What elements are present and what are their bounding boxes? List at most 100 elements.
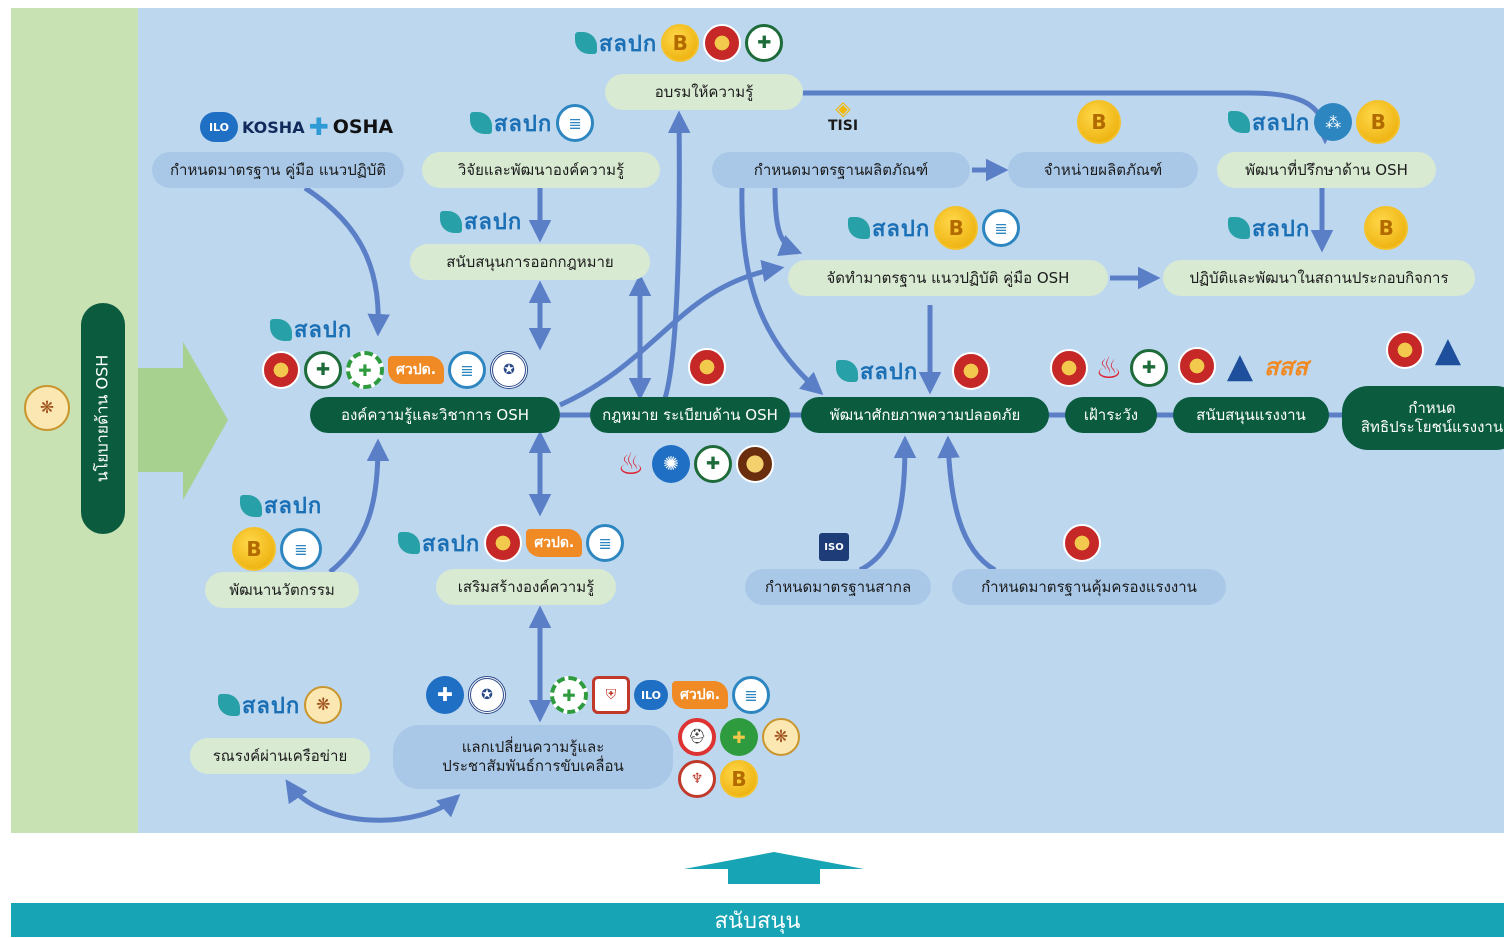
node-sell-products[interactable]: จำหน่ายผลิตภัณฑ์: [1008, 152, 1198, 188]
bitcoin-icon: B: [934, 206, 979, 250]
node-set-standards-manual[interactable]: กำหนดมาตรฐาน คู่มือ แนวปฏิบัติ: [152, 152, 404, 188]
flame-icon: ♨: [1095, 350, 1123, 386]
logos-exchange: ✚ ✪ ✚ ⛨ ILO ศวปด. ≣ ⛑ ✚ ❋ ♆ B: [426, 676, 800, 798]
exchange-line-1: แลกเปลี่ยนความรู้และ: [461, 738, 605, 757]
logos-practice: สลปก B: [1228, 206, 1409, 250]
diamond-icon: ◈: [835, 96, 851, 120]
node-support-workers[interactable]: สนับสนุนแรงงาน: [1173, 397, 1329, 433]
seal-icon: ✪: [468, 676, 506, 714]
policy-pill[interactable]: นโยบายด้าน OSH: [81, 303, 125, 534]
logos-osh-knowledge: สลปก ✚ ✚ ศวปด. ≣ ✪: [262, 312, 529, 389]
logos-safety-capacity: สลปก: [836, 352, 991, 390]
bitcoin-text: B: [1091, 110, 1107, 134]
royal-emblem-icon: ❋: [762, 718, 800, 756]
node-osh-law[interactable]: กฎหมาย ระเบียบด้าน OSH: [590, 397, 790, 433]
logos-training: สลปก B ✚: [575, 24, 784, 62]
node-support-legislation[interactable]: สนับสนุนการออกกฎหมาย: [410, 244, 650, 280]
triangle-icon: ▲: [1434, 330, 1462, 370]
node-safety-capacity[interactable]: พัฒนาศักยภาพความปลอดภัย: [801, 397, 1049, 433]
clpn-text: สลปก: [494, 111, 553, 137]
logos-sell: B: [1077, 100, 1121, 144]
gear-icon: ✚: [720, 718, 758, 756]
clpn-text: สลปก: [464, 210, 523, 235]
ilo-text: ILO: [208, 120, 230, 134]
logos-labor-protection: [1063, 524, 1101, 562]
book-icon: ≣: [586, 524, 625, 562]
clpn-text: สลปก: [422, 531, 481, 557]
book-icon: ≣: [556, 104, 595, 142]
disease-control-icon: ✚: [745, 24, 784, 62]
node-develop-consultants[interactable]: พัฒนาที่ปรึกษาด้าน OSH: [1217, 152, 1436, 188]
kwpd-logo: ศวปด.: [388, 356, 445, 384]
node-innovation[interactable]: พัฒนานวัตกรรม: [205, 572, 359, 608]
bitcoin-text: B: [948, 216, 964, 240]
bitcoin-text: B: [672, 31, 688, 55]
clpn-logo: สลปก: [270, 312, 352, 347]
flame-icon: ♨: [617, 446, 645, 482]
clpn-text: สลปก: [1252, 110, 1311, 136]
node-practice-in-workplace[interactable]: ปฏิบัติและพัฒนาในสถานประกอบกิจการ: [1163, 260, 1475, 296]
policy-label: นโยบายด้าน OSH: [92, 354, 112, 483]
kwpd-logo: ศวปด.: [526, 529, 583, 557]
ministry-emblem-icon: [1386, 331, 1424, 369]
logos-innovation: สลปก B ≣: [232, 488, 322, 571]
garuda-icon: ♆: [678, 760, 716, 798]
node-labor-benefits[interactable]: กำหนด สิทธิประโยชน์แรงงาน: [1342, 386, 1504, 450]
exchange-line-2: ประชาสัมพันธ์การขับเคลื่อน: [442, 757, 624, 775]
clpn-text: สลปก: [860, 359, 919, 385]
seal-icon: ✪: [490, 351, 529, 389]
node-training[interactable]: อบรมให้ความรู้: [605, 74, 803, 110]
node-strengthen-knowledge[interactable]: เสริมสร้างองค์ความรู้: [436, 569, 616, 605]
node-surveillance[interactable]: เฝ้าระวัง: [1065, 397, 1157, 433]
globe-icon: ✺: [652, 445, 690, 483]
clpn-logo: สลปก: [240, 488, 322, 523]
ministry-emblem-icon: [688, 348, 726, 386]
disease-control-icon: ✚: [694, 445, 732, 483]
book-icon: ≣: [982, 209, 1021, 247]
node-network-campaign[interactable]: รณรงค์ผ่านเครือข่าย: [190, 738, 370, 774]
policy-logo: ❋: [24, 385, 70, 431]
plus-icon: ✚: [308, 113, 329, 141]
node-product-standards[interactable]: กำหนดมาตรฐานผลิตภัณฑ์: [712, 152, 970, 188]
clpn-logo: สลปก: [1228, 211, 1310, 246]
royal-emblem-icon: ❋: [304, 686, 343, 724]
ilo-icon: ILO: [200, 112, 238, 142]
clpn-logo: สลปก: [1228, 105, 1310, 140]
medical-cross-icon: ✚: [426, 676, 464, 714]
logos-set-standards: ILO KOSHA ✚ OSHA: [200, 112, 393, 142]
node-intl-standards[interactable]: กำหนดมาตรฐานสากล: [745, 569, 931, 605]
tisi-text: TISI: [828, 118, 859, 134]
logos-strengthen: สลปก ศวปด. ≣: [398, 524, 625, 562]
disease-control-icon: ✚: [1130, 349, 1168, 387]
logos-consultants: สลปก ⁂ B: [1228, 100, 1401, 144]
logos-research: สลปก ≣: [470, 104, 595, 142]
osha-logo: OSHA: [332, 116, 394, 138]
kosha-logo: KOSHA: [242, 117, 305, 137]
ministry-emblem-icon: [1050, 349, 1088, 387]
clpn-logo: สลปก: [218, 688, 300, 723]
logos-benefits: ▲: [1386, 330, 1468, 370]
helmet-icon: ⛑: [678, 718, 716, 756]
node-research-knowledge[interactable]: วิจัยและพัฒนาองค์ความรู้: [422, 152, 660, 188]
clpn-text: สลปก: [242, 693, 301, 719]
disease-control-icon: ✚: [304, 351, 342, 389]
clpn-text: สลปก: [1252, 216, 1311, 242]
triangle-icon: ▲: [1226, 346, 1254, 386]
node-create-standards[interactable]: จัดทำมาตรฐาน แนวปฏิบัติ คู่มือ OSH: [788, 260, 1108, 296]
logos-intl-standards: ISO: [819, 533, 849, 561]
bitcoin-icon: B: [1356, 100, 1401, 144]
bitcoin-text: B: [1378, 216, 1394, 240]
clpn-text: สลปก: [294, 318, 353, 343]
bitcoin-icon: B: [1364, 206, 1409, 250]
clpn-logo: สลปก: [848, 211, 930, 246]
clpn-logo: สลปก: [398, 526, 480, 561]
node-osh-knowledge[interactable]: องค์ความรู้และวิชาการ OSH: [310, 397, 560, 433]
logos-surveillance: ♨ ✚: [1050, 346, 1168, 390]
node-labor-protection-standards[interactable]: กำหนดมาตรฐานคุ้มครองแรงงาน: [952, 569, 1226, 605]
bitcoin-icon: B: [232, 527, 276, 571]
kwpd-logo: ศวปด.: [672, 681, 729, 709]
ilo-icon: ILO: [634, 680, 668, 710]
node-exchange-knowledge[interactable]: แลกเปลี่ยนความรู้และ ประชาสัมพันธ์การขับ…: [393, 725, 673, 789]
clpn-text: สลปก: [599, 31, 658, 57]
support-label: สนับสนุน: [714, 908, 801, 934]
